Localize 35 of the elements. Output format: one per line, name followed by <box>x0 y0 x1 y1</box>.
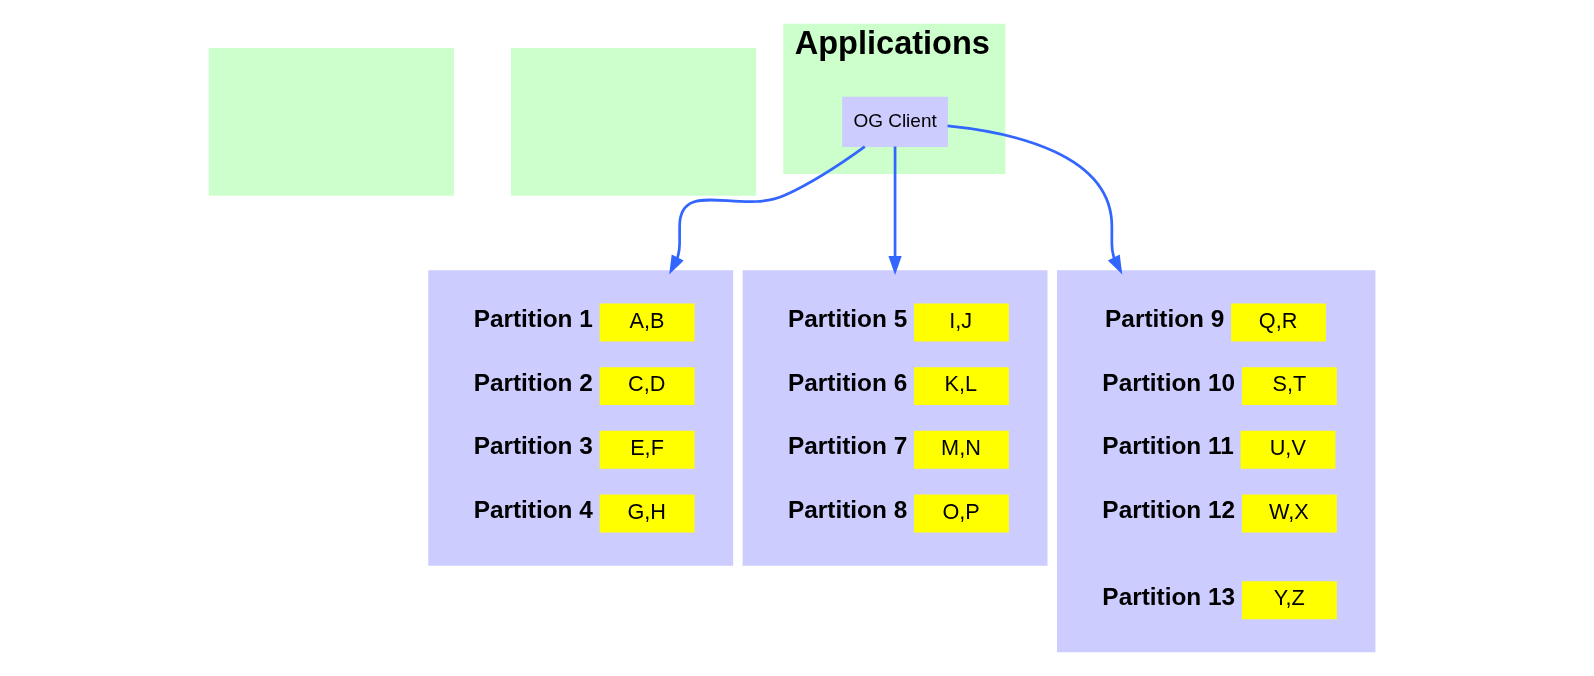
node-label: Partition 7 <box>787 432 907 460</box>
node-box: C,D <box>599 367 694 406</box>
node-label: Partition 8 <box>787 496 907 524</box>
node-box: O,P <box>913 494 1009 533</box>
node-box: Y,Z <box>1241 581 1337 620</box>
node-label: Partition 4 <box>473 496 593 524</box>
node-label: Partition 2 <box>473 368 593 396</box>
node-box: I,J <box>913 303 1009 342</box>
arrow <box>668 145 866 275</box>
arrow <box>946 124 1122 275</box>
cluster <box>742 270 1047 566</box>
node-label: Partition 5 <box>787 305 907 333</box>
arrow <box>887 146 902 276</box>
node-label: Partition 12 <box>1101 496 1235 524</box>
node-box: A,B <box>599 303 694 342</box>
node-box: E,F <box>599 430 694 469</box>
node-box: U,V <box>1240 430 1335 469</box>
node-box <box>510 48 756 196</box>
node-label: Partition 6 <box>787 368 907 396</box>
node-box: K,L <box>913 367 1009 406</box>
node-label: Partition 11 <box>1101 432 1234 460</box>
cluster <box>427 270 733 566</box>
node-label: Partition 10 <box>1101 368 1235 396</box>
node-label: Partition 9 <box>1104 305 1224 333</box>
node-box: Q,R <box>1230 303 1326 342</box>
node-box <box>208 48 454 196</box>
node-label: Partition 13 <box>1101 582 1235 610</box>
node-box: W,X <box>1241 494 1337 533</box>
node-label: Partition 3 <box>473 432 593 460</box>
node-box: S,T <box>1241 367 1337 406</box>
node-box: M,N <box>913 430 1009 469</box>
cluster <box>1056 270 1375 653</box>
node-label: Partition 1 <box>473 305 593 333</box>
node-box: OG Client <box>841 96 948 147</box>
node-box: G,H <box>599 494 694 533</box>
